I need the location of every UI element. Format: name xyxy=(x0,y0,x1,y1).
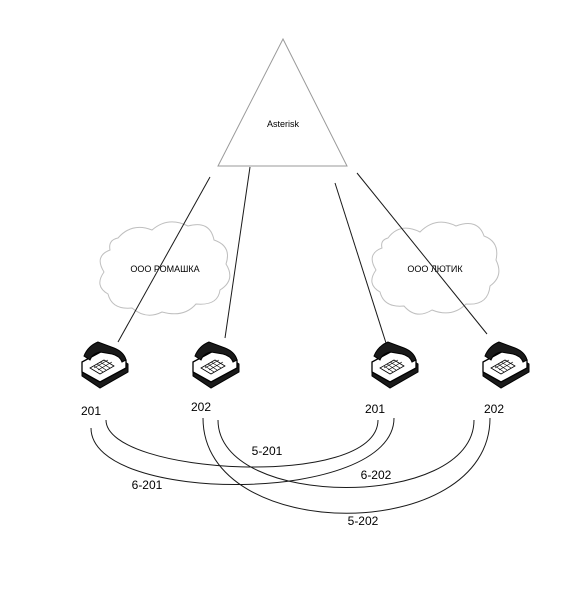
trunk-romashka-201 xyxy=(117,176,211,343)
link-arc-6-202 xyxy=(217,419,475,488)
telephone-icon xyxy=(81,341,129,389)
phone-number-romashka-201: 201 xyxy=(81,404,101,418)
org-label-romashka: ООО РОМАШКА xyxy=(130,264,199,274)
phone-number-lyutik-201: 201 xyxy=(365,402,385,416)
link-label-5-201: 5-201 xyxy=(252,444,283,458)
telephone-icon xyxy=(371,341,419,389)
telephone-icon xyxy=(192,341,240,389)
link-arc-6-201 xyxy=(90,417,395,485)
link-label-6-202: 6-202 xyxy=(361,468,392,482)
asterisk-label: Asterisk xyxy=(267,119,300,129)
org-cloud-lyutik: ООО ЛЮТИК xyxy=(371,221,500,315)
link-label-5-202: 5-202 xyxy=(348,514,379,528)
org-label-lyutik: ООО ЛЮТИК xyxy=(407,264,463,274)
trunk-lyutik-202 xyxy=(356,172,488,335)
trunk-romashka-202 xyxy=(224,166,251,339)
phone-number-lyutik-202: 202 xyxy=(484,402,504,416)
link-arc-5-202 xyxy=(202,417,491,514)
phone-number-romashka-202: 202 xyxy=(191,400,211,414)
trunk-lyutik-201 xyxy=(334,182,387,344)
telephone-icon xyxy=(482,341,530,389)
asterisk-server-shape xyxy=(217,37,348,167)
link-label-6-201: 6-201 xyxy=(132,478,163,492)
link-arc-5-201 xyxy=(105,419,379,468)
org-cloud-romashka: ООО РОМАШКА xyxy=(99,221,231,316)
